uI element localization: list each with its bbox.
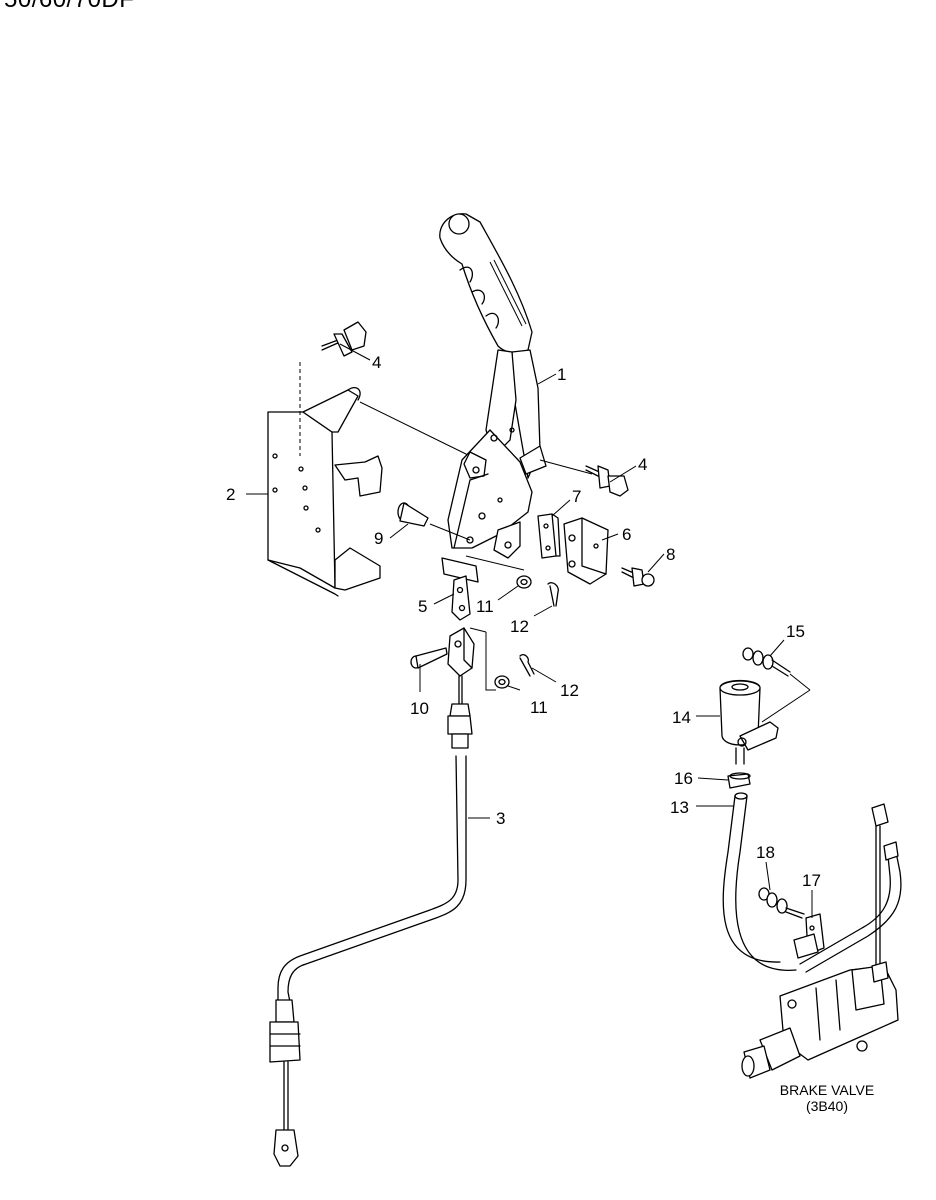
callout-12-upper: 12 (510, 617, 529, 636)
hand-lever-part-1 (429, 213, 593, 571)
washer-part-11-lower (494, 675, 510, 689)
bolt-part-18 (758, 887, 805, 919)
screw-part-8 (621, 567, 655, 587)
callout-2: 2 (226, 485, 235, 504)
callout-7: 7 (572, 487, 581, 506)
hose-part-13 (722, 792, 797, 971)
callout-12-lower: 12 (560, 681, 579, 700)
brake-cable-part-3 (269, 675, 473, 1167)
callout-13: 13 (670, 798, 689, 817)
spacer-part-7 (537, 513, 561, 559)
clamp-part-16 (727, 772, 751, 789)
callout-17: 17 (802, 871, 821, 890)
page-title: 50/60/70DF (4, 0, 134, 14)
cotter-pin-part-12-upper (547, 582, 559, 607)
callout-11-lower: 11 (530, 698, 548, 717)
callout-6: 6 (622, 525, 631, 544)
brake-line-pipe (799, 803, 902, 973)
pin-part-9 (397, 502, 429, 527)
callout-numbers: 1 2 3 4 4 5 6 7 8 9 10 11 11 12 12 13 14… (226, 353, 821, 890)
callout-18: 18 (756, 843, 775, 862)
callout-8: 8 (666, 545, 675, 564)
callout-16: 16 (674, 769, 693, 788)
washer-part-11-upper (516, 575, 532, 589)
callout-10: 10 (410, 699, 429, 718)
clamp-part-17 (793, 913, 825, 959)
cable-clevis (447, 627, 496, 691)
callout-15: 15 (786, 622, 805, 641)
bolt-part-4-right (585, 465, 629, 497)
brake-valve (741, 961, 899, 1079)
callout-1: 1 (557, 365, 566, 384)
callout-11-upper: 11 (476, 597, 494, 616)
callout-5: 5 (418, 597, 427, 616)
leader-lines (246, 343, 813, 918)
brake-valve-label: BRAKE VALVE (780, 1082, 874, 1098)
callout-3: 3 (496, 809, 505, 828)
reservoir-part-14 (719, 673, 811, 765)
brake-valve-ref: (3B40) (806, 1098, 848, 1114)
bolt-part-4-top (321, 321, 367, 357)
switch-part-6 (563, 517, 609, 585)
link-part-5 (441, 557, 479, 621)
callout-4-top: 4 (372, 353, 381, 372)
bolt-part-15 (742, 647, 791, 677)
callout-14: 14 (672, 708, 691, 727)
bracket-part-2 (267, 362, 469, 597)
pin-part-10 (410, 647, 448, 669)
callout-4-right: 4 (638, 455, 647, 474)
callout-9: 9 (374, 529, 383, 548)
cotter-pin-part-12-lower (519, 654, 535, 677)
